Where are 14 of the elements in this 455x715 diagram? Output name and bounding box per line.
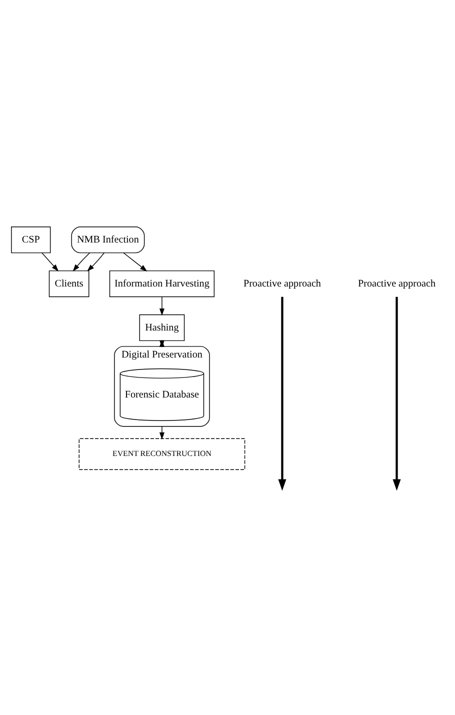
arrow	[159, 426, 164, 440]
arrow	[159, 296, 164, 316]
arrow	[123, 252, 148, 272]
node-box: Information Harvesting	[109, 270, 215, 298]
node-box: NMB Infection	[71, 226, 145, 254]
arrow	[72, 252, 90, 272]
node-box: Clients	[48, 270, 90, 298]
label: Proactive approach	[358, 278, 436, 290]
node-box: CSP	[11, 226, 51, 254]
label: Proactive approach	[243, 278, 321, 290]
arrow	[87, 252, 104, 272]
node-box: Hashing	[139, 314, 185, 342]
node-box: EVENT RECONSTRUCTION	[78, 438, 246, 470]
arrow	[42, 252, 59, 272]
